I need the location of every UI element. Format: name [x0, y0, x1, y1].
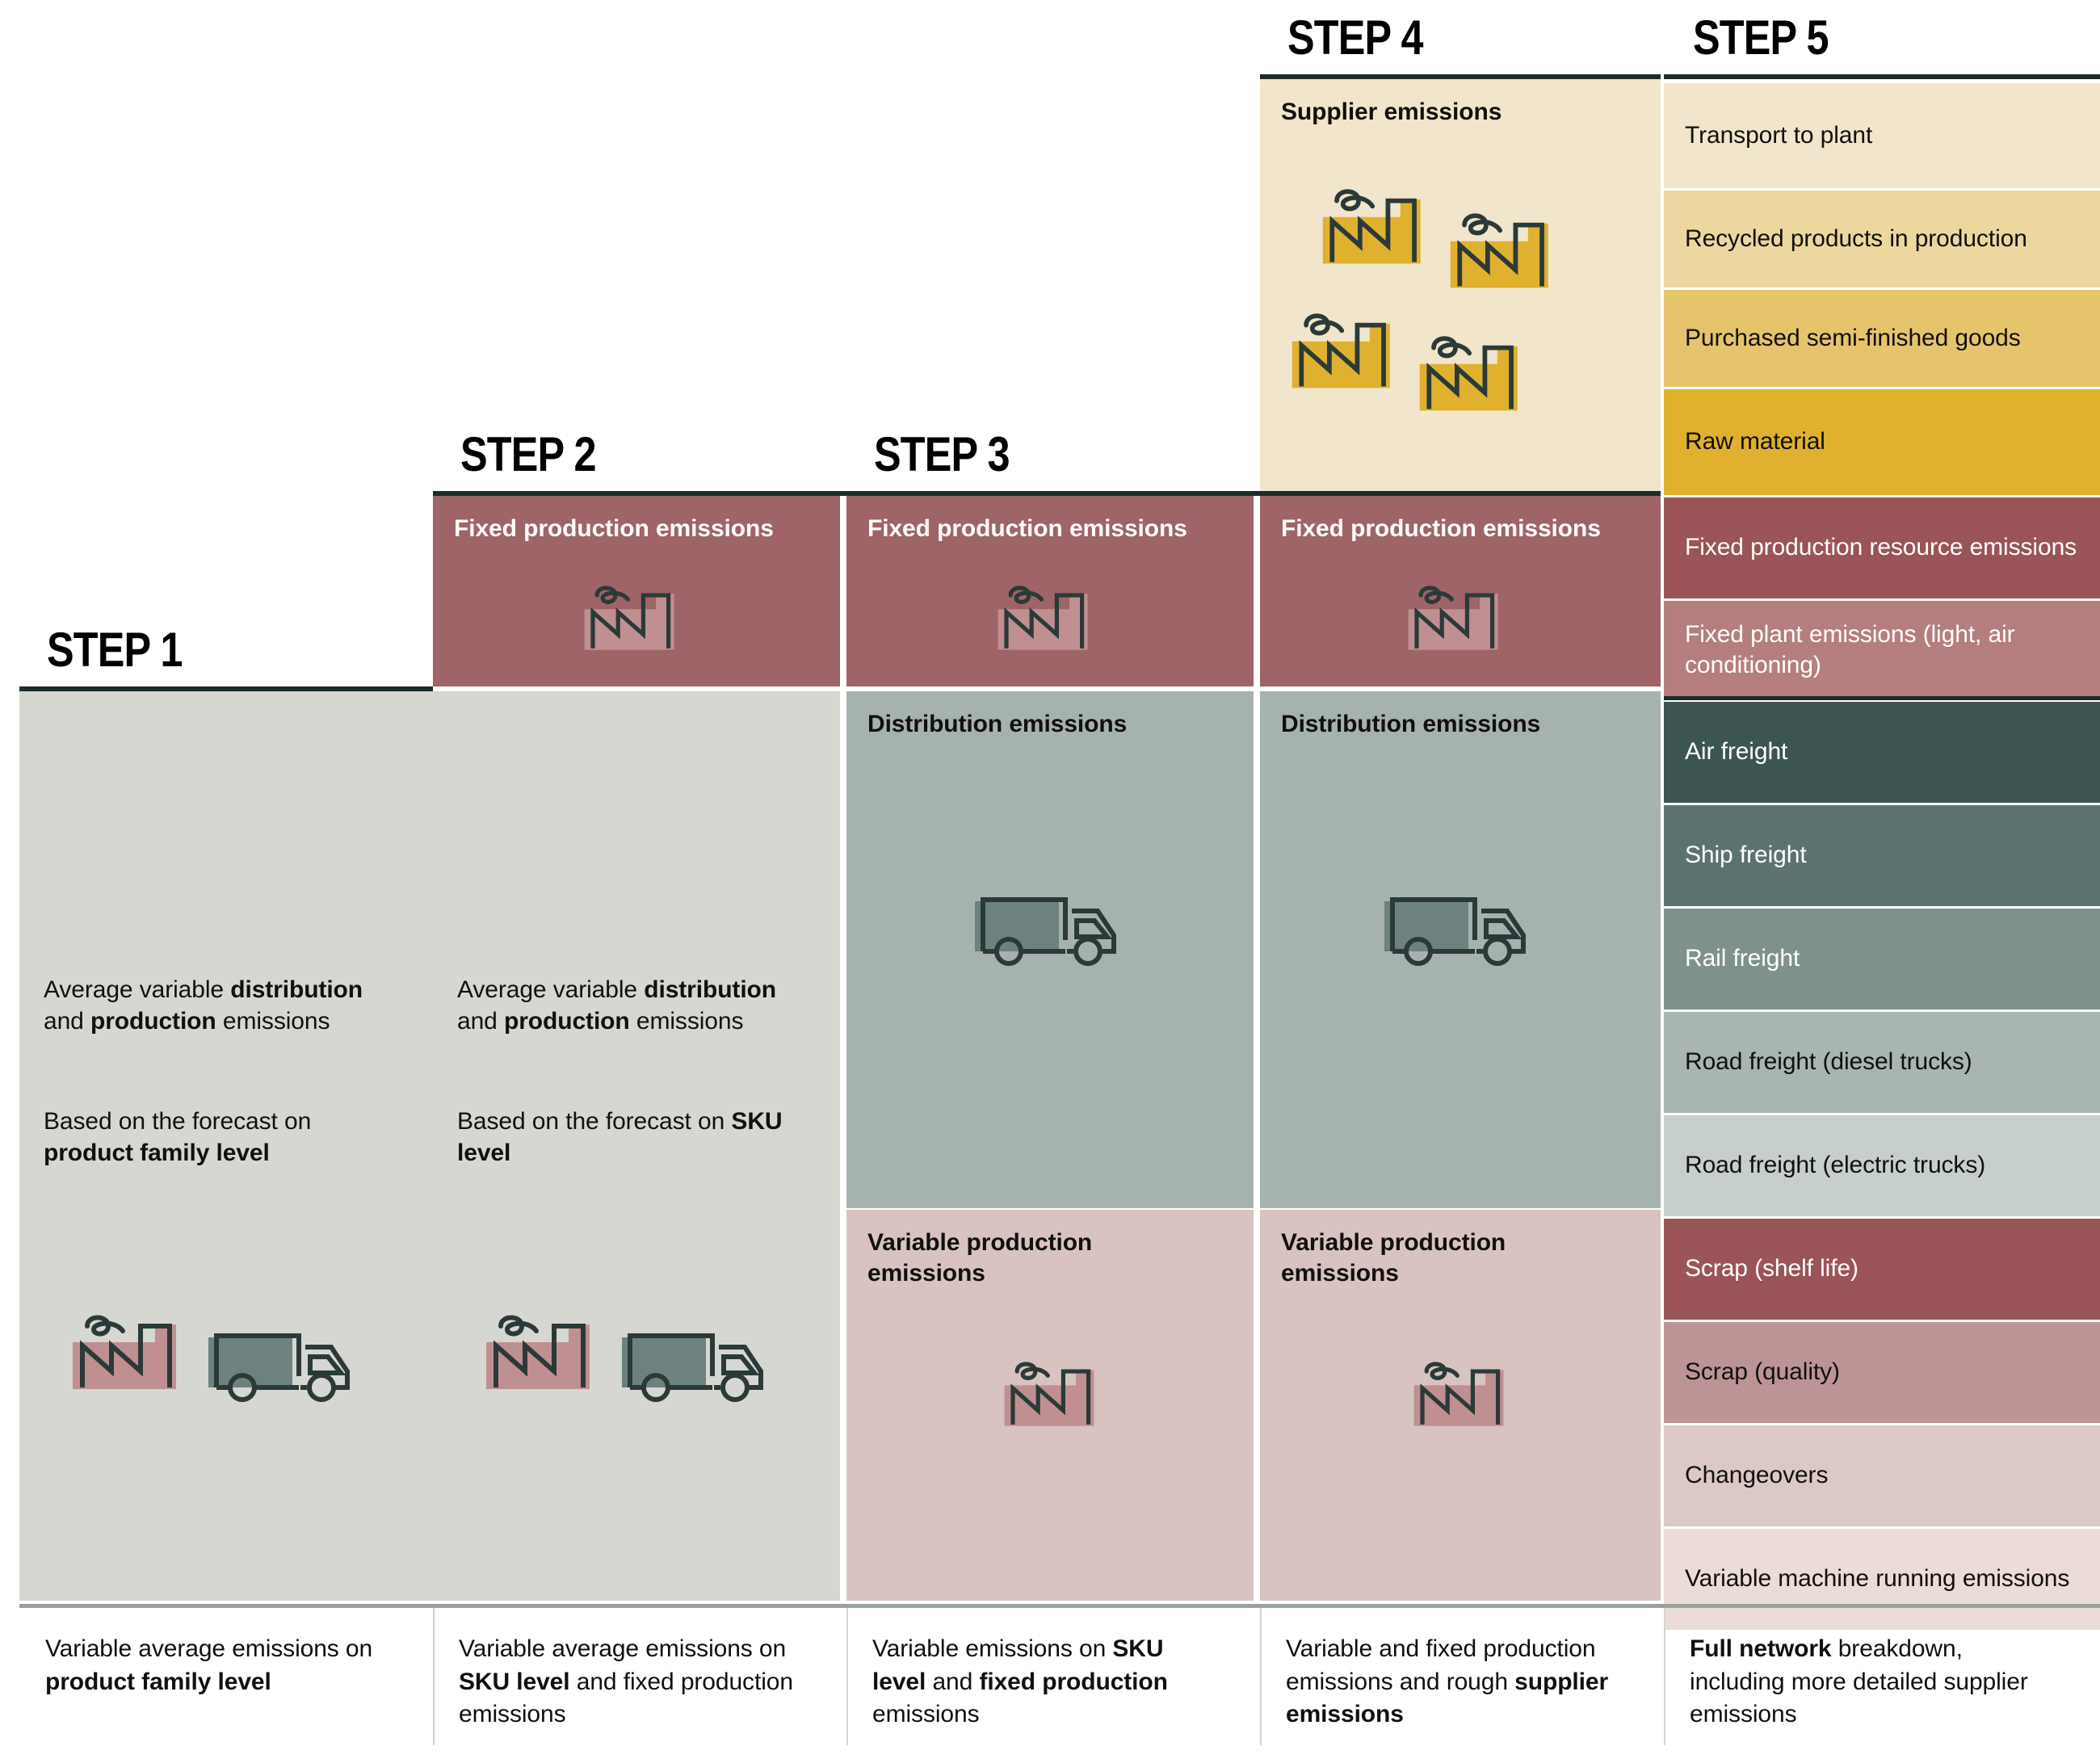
- step-heading-3: STEP 3: [874, 427, 1010, 481]
- step4-supplier-label: Supplier emissions: [1281, 99, 1502, 125]
- factory-icon: [58, 1308, 179, 1397]
- step2-fixed-production-block: Fixed production emissions: [433, 496, 840, 686]
- step1-paragraph-2: Based on the forecast on product family …: [44, 1108, 312, 1166]
- supplier-factory-icon: [1278, 299, 1395, 396]
- rule-step5-freight: [1664, 696, 2100, 700]
- step5-band-column: Transport to plant Recycled products in …: [1664, 0, 2100, 1631]
- band-road-freight-diesel: Road freight (diesel trucks): [1664, 1012, 2100, 1113]
- step-heading-2: STEP 2: [460, 427, 597, 481]
- factory-icon: [572, 559, 677, 664]
- step-heading-5: STEP 5: [1693, 10, 1829, 65]
- footer-caption-4: Variable and fixed production emissions …: [1286, 1635, 1609, 1727]
- step-heading-1: STEP 1: [47, 623, 183, 677]
- step4-distribution-label: Distribution emissions: [1281, 711, 1541, 737]
- band-air-freight: Air freight: [1664, 702, 2100, 803]
- step3-variable-production-label: Variable production emissions: [867, 1229, 1093, 1287]
- band-scrap-quality: Scrap (quality): [1664, 1322, 2100, 1423]
- footer-divider-2: [846, 1608, 848, 1745]
- step1-body-block: Average variable distribution and produc…: [19, 691, 433, 1601]
- step3-fixed-production-block: Fixed production emissions: [846, 496, 1254, 686]
- rule-step2-3-4: [433, 491, 1661, 496]
- truck-icon: [972, 893, 1125, 968]
- truck-icon: [205, 1329, 359, 1404]
- band-fixed-plant-emissions: Fixed plant emissions (light, air condit…: [1664, 601, 2100, 699]
- step2-paragraph-2: Based on the forecast on SKU level: [457, 1108, 783, 1166]
- footer-caption-5: Full network breakdown, including more d…: [1690, 1635, 2028, 1727]
- band-transport-to-plant: Transport to plant: [1664, 83, 2100, 188]
- supplier-factory-icon: [1436, 199, 1553, 296]
- band-recycled-products: Recycled products in production: [1664, 191, 2100, 288]
- footer-caption-2: Variable average emissions on SKU level …: [459, 1635, 793, 1727]
- factory-icon: [472, 1308, 593, 1397]
- step-heading-4: STEP 4: [1287, 10, 1424, 65]
- band-road-freight-electric: Road freight (electric trucks): [1664, 1115, 2100, 1216]
- footer-caption-1: Variable average emissions on product fa…: [45, 1635, 373, 1695]
- step2-paragraph-1: Average variable distribution and produc…: [457, 976, 777, 1035]
- step3-variable-production-block: Variable production emissions: [846, 1210, 1254, 1601]
- band-variable-machine-running: Variable machine running emissions: [1664, 1529, 2100, 1630]
- step3-distribution-label: Distribution emissions: [867, 711, 1128, 737]
- step3-distribution-block: Distribution emissions: [846, 691, 1254, 1208]
- footer-divider-1: [433, 1608, 435, 1745]
- step4-variable-production-block: Variable production emissions: [1260, 1210, 1661, 1601]
- factory-icon: [1396, 559, 1501, 664]
- step2-fixed-production-label: Fixed production emissions: [454, 515, 774, 542]
- step4-distribution-block: Distribution emissions: [1260, 691, 1661, 1208]
- band-ship-freight: Ship freight: [1664, 805, 2100, 906]
- band-fixed-production-resource-emissions: Fixed production resource emissions: [1664, 497, 2100, 598]
- step4-variable-production-label: Variable production emissions: [1281, 1229, 1506, 1287]
- supplier-factory-icon: [1405, 321, 1522, 418]
- truck-icon: [619, 1329, 772, 1404]
- band-scrap-shelf-life: Scrap (shelf life): [1664, 1219, 2100, 1320]
- band-raw-material: Raw material: [1664, 389, 2100, 495]
- step3-fixed-production-label: Fixed production emissions: [867, 515, 1187, 542]
- band-rail-freight: Rail freight: [1664, 909, 2100, 1010]
- rule-step4: [1260, 74, 1661, 79]
- step4-fixed-production-block: Fixed production emissions: [1260, 496, 1661, 686]
- footer-divider-4: [1664, 1608, 1665, 1745]
- band-purchased-semi-finished-goods: Purchased semi-finished goods: [1664, 290, 2100, 387]
- rule-step1: [19, 686, 433, 691]
- supplier-factory-icon: [1308, 174, 1426, 271]
- footer-caption-3: Variable emissions on SKU level and fixe…: [872, 1635, 1168, 1727]
- footer-divider-3: [1260, 1608, 1262, 1745]
- step2-body-block: Average variable distribution and produc…: [433, 691, 840, 1601]
- band-changeovers: Changeovers: [1664, 1425, 2100, 1526]
- step1-paragraph-1: Average variable distribution and produc…: [44, 976, 363, 1035]
- step4-fixed-production-label: Fixed production emissions: [1281, 515, 1601, 542]
- factory-icon: [1401, 1335, 1506, 1440]
- footer-top-rule: [19, 1604, 2100, 1608]
- factory-icon: [985, 559, 1090, 664]
- truck-icon: [1381, 893, 1535, 968]
- rule-step5: [1664, 74, 2100, 79]
- factory-icon: [992, 1335, 1097, 1440]
- step4-supplier-block: Supplier emissions: [1260, 79, 1661, 491]
